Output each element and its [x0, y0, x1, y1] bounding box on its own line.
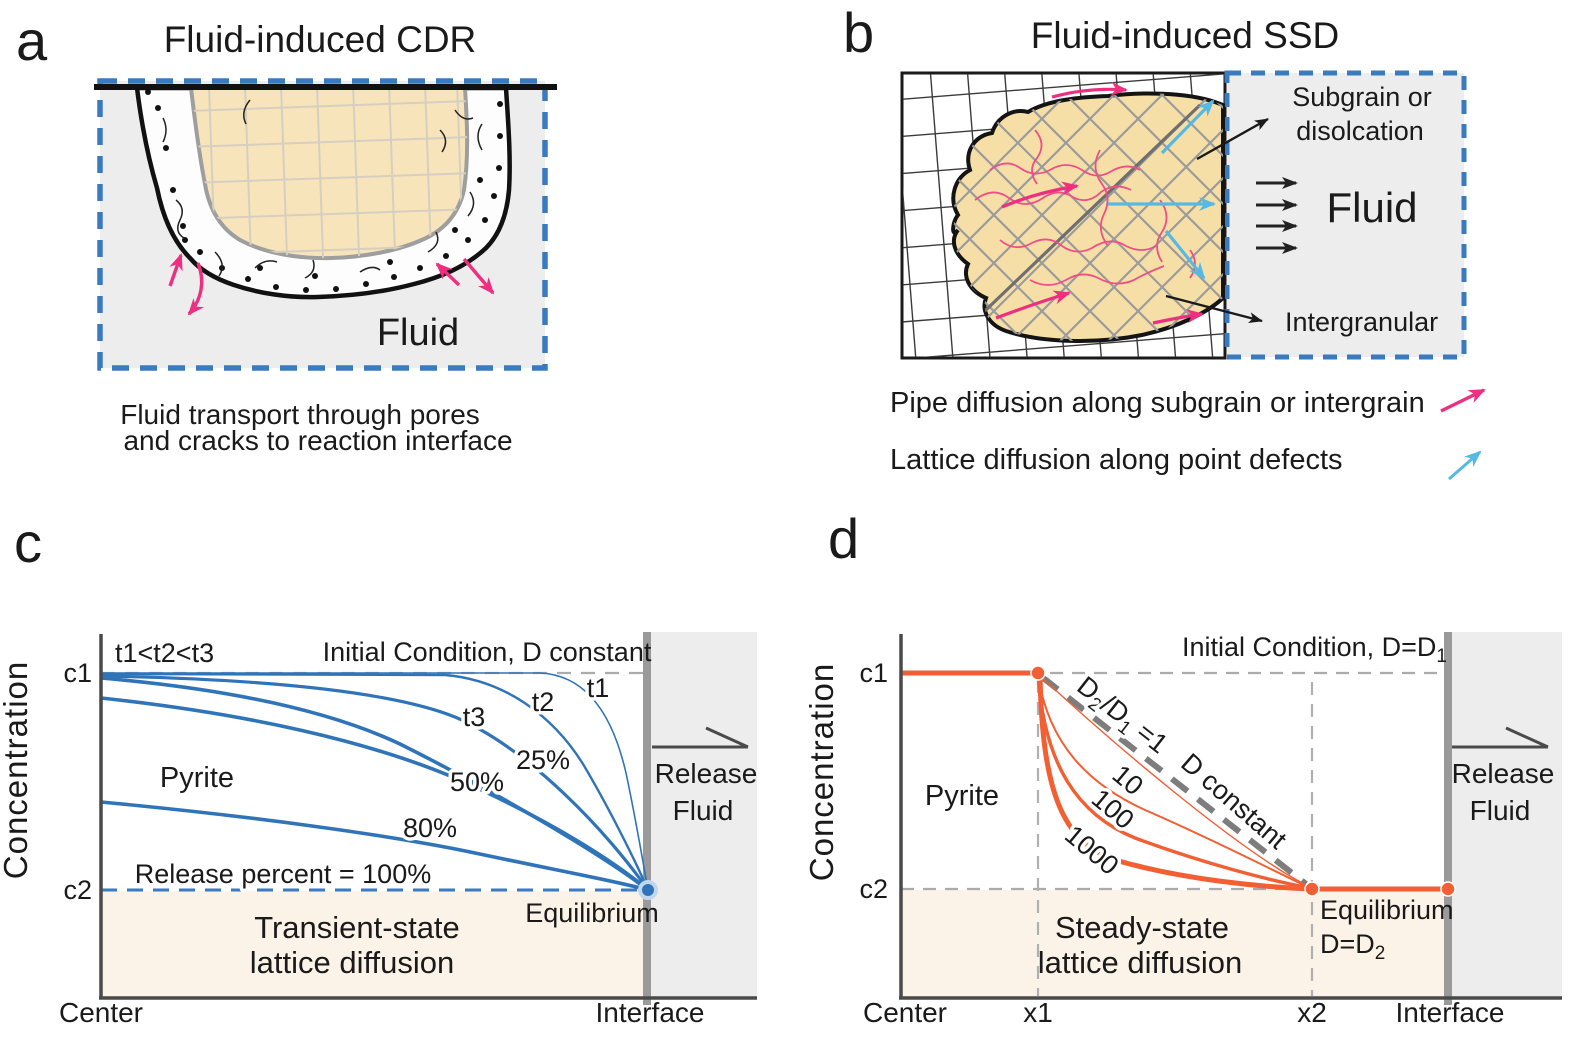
legend-lattice-diffusion: Lattice diffusion along point defects: [890, 444, 1343, 476]
y-axis-label-d: Concentration: [803, 663, 840, 881]
release-fluid-label-d: Fluid: [1470, 795, 1531, 826]
x-label-x2: x2: [1297, 997, 1327, 1028]
equilibrium-label-d: Equilibrium: [1320, 895, 1454, 925]
panel-a-title: Fluid-induced CDR: [164, 19, 477, 60]
dark-subgrain-boundary: [963, 103, 1202, 332]
intergranular-label: Intergranular: [1285, 307, 1438, 337]
panel-a-caption-line1: Fluid transport through pores: [120, 399, 480, 430]
curve-t2: [100, 672, 650, 891]
region-label-d-line2: lattice diffusion: [1038, 945, 1243, 980]
pyrite-label-c: Pyrite: [160, 762, 234, 794]
fluid-label-b: Fluid: [1326, 184, 1417, 231]
pipe-transport-arrows-a: [168, 253, 495, 316]
y-axis-label-c: Concentration: [0, 661, 34, 879]
curve-80pct: [100, 800, 649, 892]
steady-region: [902, 890, 1444, 997]
diffusion-profiles-c: [100, 672, 650, 892]
curve-ratio-10: [1037, 673, 1311, 889]
curve-label-25pct: 25%: [516, 745, 570, 775]
release-percent-label: Release percent = 100%: [135, 859, 431, 889]
curve-t1: [101, 672, 649, 891]
panel-d: d Initial Condition, D=D1 c1 c: [803, 507, 1562, 1028]
pyrite-label-d: Pyrite: [925, 780, 999, 812]
transient-region: [102, 891, 643, 997]
curve-ratio-1000: [1037, 673, 1311, 892]
panel-a-caption-line2: and cracks to reaction interface: [123, 425, 512, 456]
x-label-x1: x1: [1023, 997, 1053, 1028]
interface-dot: [1440, 881, 1456, 897]
subgrain-annotation-arrow: [1196, 117, 1269, 161]
c1-tick-label-d: c1: [859, 658, 888, 688]
curve-t3: [100, 674, 650, 891]
fluid-flow-arrows: [1256, 177, 1298, 254]
interface-bar-c: [643, 632, 651, 1005]
equilibrium-dot-c: [638, 880, 658, 900]
panel-b-title: Fluid-induced SSD: [1031, 15, 1339, 56]
c1-tick-label-c: c1: [63, 658, 92, 688]
pipe-diffusion-arrows-b: [995, 81, 1204, 325]
equilibrium-d2-label: D=D2: [1320, 929, 1385, 964]
fluid-region-d: [1452, 632, 1562, 998]
release-label-d: Release: [1452, 758, 1555, 789]
legend-pipe-diffusion: Pipe diffusion along subgrain or intergr…: [890, 387, 1425, 419]
panel-d-letter: d: [828, 507, 859, 570]
curve-label-t3: t3: [463, 702, 486, 732]
curve-ratio-1: [1037, 673, 1311, 888]
panel-a-letter: a: [16, 9, 48, 72]
release-fluid-label-c: Fluid: [673, 795, 734, 826]
ratio-label-1: D2/D1 =1: [1068, 670, 1173, 763]
x-label-interface-d: Interface: [1396, 997, 1505, 1028]
initial-condition-label-c: Initial Condition, D constant: [323, 637, 652, 667]
panel-c-letter: c: [14, 511, 42, 574]
curve-label-80pct: 80%: [403, 813, 457, 843]
fluid-label-a: Fluid: [377, 312, 459, 354]
panel-b-letter: b: [843, 1, 874, 64]
d-constant-dashed-diagonal: [1040, 674, 1308, 887]
curve-label-t2: t2: [532, 687, 555, 717]
c2-tick-label-c: c2: [63, 875, 92, 905]
rim-cracks: [162, 99, 483, 279]
initial-condition-label-d: Initial Condition, D=D1: [1182, 632, 1447, 667]
curve-label-t1: t1: [587, 673, 610, 703]
interface-bar-d: [1444, 632, 1452, 1005]
lattice-diffusion-arrows-b: [1108, 99, 1216, 280]
release-label-c: Release: [655, 758, 758, 789]
pink-squiggles: [974, 129, 1196, 286]
curve-ratio-100: [1036, 673, 1311, 890]
fluid-region-c: [651, 632, 757, 998]
x1-dot: [1030, 665, 1046, 681]
region-label-c-line2: lattice diffusion: [250, 945, 455, 980]
x2-dot: [1304, 881, 1320, 897]
legend-lattice-arrow-icon: [1448, 450, 1482, 481]
release-arrow-c: [652, 726, 749, 749]
equilibrium-label-c: Equilibrium: [525, 898, 659, 928]
subgrain-label-line2: disolcation: [1296, 116, 1424, 146]
rim-pores: [145, 89, 503, 293]
diffusion-profiles-d: [901, 670, 1448, 892]
c2-tick-label-d: c2: [859, 874, 888, 904]
panel-b: b Fluid-induced SSD: [843, 1, 1486, 481]
release-arrow-d: [1452, 726, 1549, 749]
x-label-center-c: Center: [59, 997, 143, 1028]
time-order-label: t1<t2<t3: [115, 638, 214, 668]
x-label-interface-c: Interface: [596, 997, 705, 1028]
region-label-c-line1: Transient-state: [254, 910, 460, 945]
intergranular-annotation-arrow: [1165, 294, 1263, 324]
legend-pipe-arrow-icon: [1440, 388, 1486, 413]
curve-50pct: [100, 696, 650, 892]
panel-a: a Fluid-induced CDR: [16, 9, 557, 456]
region-label-d-line1: Steady-state: [1055, 910, 1229, 945]
x-label-center-d: Center: [863, 997, 947, 1028]
panel-c: c t1<t2<t3 Initial Condition, D constant…: [0, 511, 757, 1028]
subgrain-label-line1: Subgrain or: [1292, 82, 1432, 112]
curve-label-50pct: 50%: [450, 767, 504, 797]
